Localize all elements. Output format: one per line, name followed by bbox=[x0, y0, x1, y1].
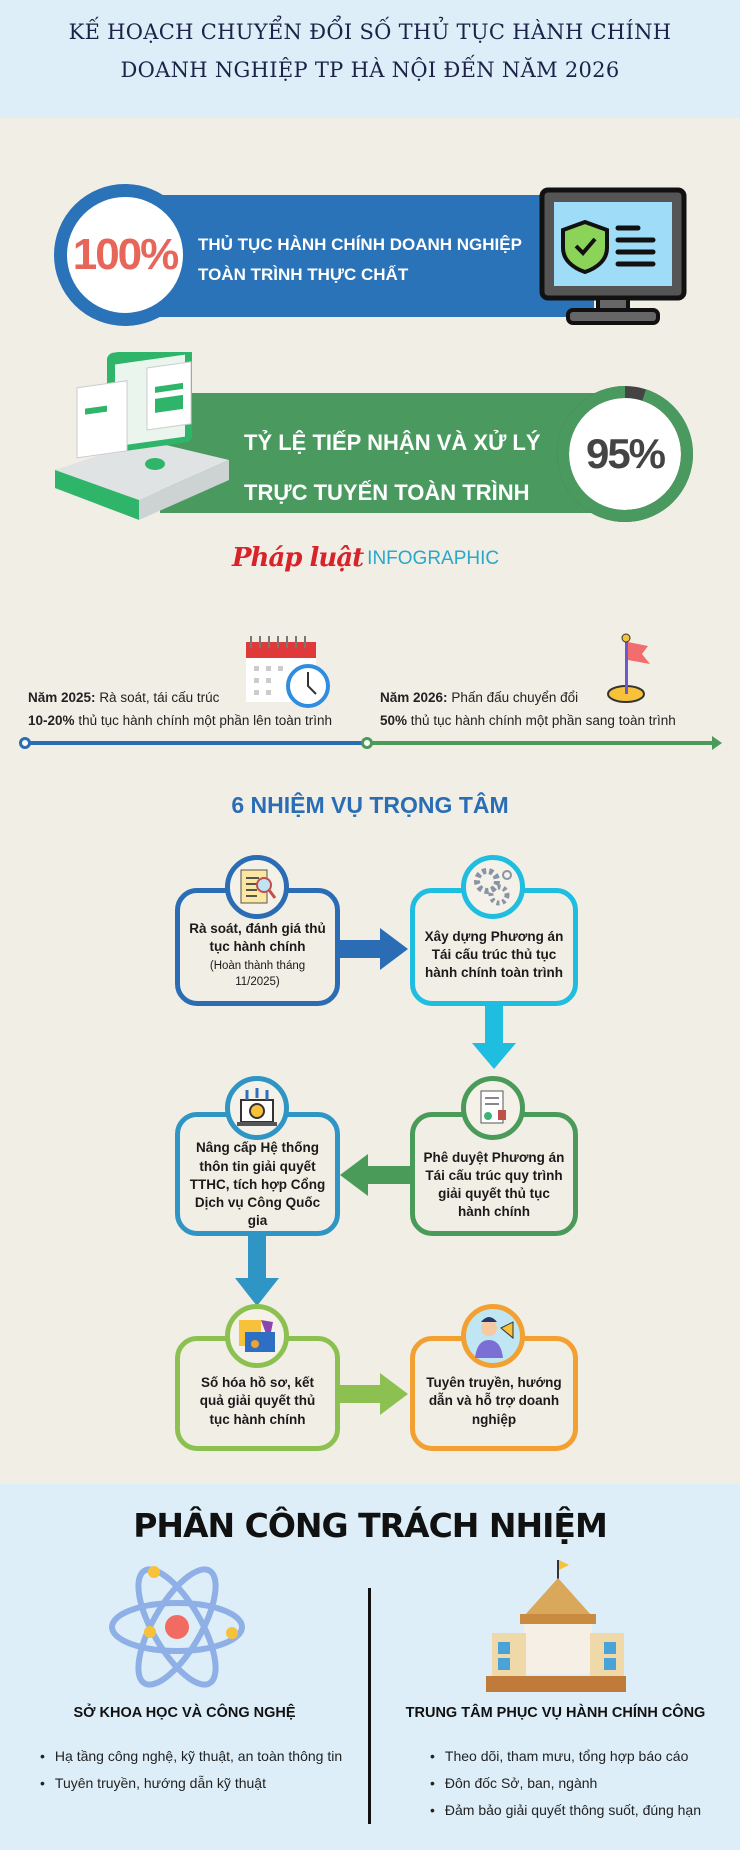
stat1-value: 100% bbox=[54, 184, 196, 326]
logo-brand: Pháp luật bbox=[232, 543, 364, 573]
calendar-clock-icon bbox=[246, 636, 330, 708]
left-duties: Hạ tầng công nghệ, kỹ thuật, an toàn thô… bbox=[40, 1748, 342, 1802]
right-duty: Đảm bảo giải quyết thông suốt, đúng hạn bbox=[430, 1802, 701, 1818]
arrow-1-2-head bbox=[380, 928, 408, 970]
timeline-2025: Năm 2025: Rà soát, tái cấu trúc 10-20% t… bbox=[28, 690, 332, 728]
arrow-3-4 bbox=[368, 1166, 410, 1184]
stat1-text: THỦ TỤC HÀNH CHÍNH DOANH NGHIỆP TOÀN TRÌN… bbox=[198, 230, 522, 290]
timeline-2025-pct: 10-20% bbox=[28, 713, 75, 728]
stat1-line2: TOÀN TRÌNH THỰC CHẤT bbox=[198, 265, 409, 284]
task-2: Xây dựng Phương án Tái cấu trúc thủ tục … bbox=[410, 888, 578, 1006]
flag-icon bbox=[607, 633, 650, 703]
megaphone-person-icon bbox=[461, 1304, 525, 1368]
right-heading: TRUNG TÂM PHỤC VỤ HÀNH CHÍNH CÔNG bbox=[405, 1705, 706, 1721]
timeline-2026-pct: 50% bbox=[380, 713, 408, 728]
logo-suffix: INFOGRAPHIC bbox=[367, 548, 500, 569]
arrow-4-5 bbox=[248, 1236, 266, 1280]
header bbox=[0, 0, 740, 118]
stat2-banner bbox=[160, 393, 630, 513]
timeline-2026: Năm 2026: Phấn đấu chuyển đổi 50% thủ tụ… bbox=[380, 690, 676, 728]
arrow-5-6 bbox=[340, 1385, 384, 1403]
arrow-1-2 bbox=[340, 940, 384, 958]
timeline-2026-text2: thủ tục hành chính một phần sang toàn tr… bbox=[410, 713, 676, 728]
page-title-line2: DOANH NGHIỆP TP HÀ NỘI ĐẾN NĂM 2026 bbox=[120, 58, 620, 82]
right-duty: Theo dõi, tham mưu, tổng hợp báo cáo bbox=[430, 1748, 701, 1764]
arrow-2-3-head bbox=[472, 1043, 516, 1069]
timeline-line-2025 bbox=[26, 741, 368, 745]
divider bbox=[368, 1588, 371, 1824]
tasks-title: 6 NHIỆM VỤ TRỌNG TÂM bbox=[231, 792, 509, 818]
timeline-arrowhead bbox=[712, 736, 722, 750]
gears-icon bbox=[461, 855, 525, 919]
timeline-node-2025 bbox=[19, 737, 31, 749]
arrow-4-5-head bbox=[235, 1278, 279, 1306]
timeline-2026-year: Năm 2026: bbox=[380, 690, 448, 705]
right-duty: Đôn đốc Sở, ban, ngành bbox=[430, 1775, 701, 1791]
monitor-shield-icon bbox=[539, 187, 687, 325]
documents-laptop-icon bbox=[55, 352, 229, 520]
left-duty: Hạ tầng công nghệ, kỹ thuật, an toàn thô… bbox=[40, 1748, 342, 1764]
timeline-2026-text: Phấn đấu chuyển đổi bbox=[451, 690, 579, 705]
timeline-node-2026 bbox=[361, 737, 373, 749]
publisher-logo: Pháp luật INFOGRAPHIC bbox=[232, 541, 512, 573]
stat2-text: TỶ LỆ TIẾP NHẬN VÀ XỬ LÝ TRỰC TUYẾN TOÀN … bbox=[244, 418, 541, 518]
digital-files-icon bbox=[225, 1304, 289, 1368]
timeline-line-2026 bbox=[368, 741, 716, 745]
atom-icon bbox=[109, 1566, 245, 1688]
laptop-gear-upgrade-icon bbox=[225, 1076, 289, 1140]
timeline-2025-text2: thủ tục hành chính một phần lên toàn trì… bbox=[78, 713, 332, 728]
stat2-value: 95% bbox=[580, 409, 670, 499]
arrow-2-3 bbox=[485, 1005, 503, 1045]
building-icon bbox=[486, 1560, 626, 1692]
left-heading: SỞ KHOA HỌC VÀ CÔNG NGHỆ bbox=[73, 1705, 296, 1721]
arrow-3-4-head bbox=[340, 1154, 368, 1196]
timeline-2025-text: Rà soát, tái cấu trúc bbox=[99, 690, 220, 705]
stat1-line1: THỦ TỤC HÀNH CHÍNH DOANH NGHIỆP bbox=[198, 235, 522, 254]
stat2-line2: TRỰC TUYẾN TOÀN TRÌNH bbox=[244, 480, 530, 505]
responsibility-title: PHÂN CÔNG TRÁCH NHIỆM bbox=[133, 1506, 608, 1545]
checklist-magnifier-icon bbox=[225, 855, 289, 919]
task-1-label: Rà soát, đánh giá thủ tục hành chính bbox=[189, 920, 326, 954]
stat1-banner bbox=[124, 195, 594, 317]
stat2-line1: TỶ LỆ TIẾP NHẬN VÀ XỬ LÝ bbox=[244, 430, 541, 455]
task-1-note: (Hoàn thành tháng 11/2025) bbox=[209, 960, 306, 988]
approved-document-icon bbox=[461, 1076, 525, 1140]
left-duty: Tuyên truyền, hướng dẫn kỹ thuật bbox=[40, 1775, 342, 1791]
arrow-5-6-head bbox=[380, 1373, 408, 1415]
page-title-line1: KẾ HOẠCH CHUYỂN ĐỔI SỐ THỦ TỤC HÀNH CHÍN… bbox=[68, 20, 672, 44]
timeline-2025-year: Năm 2025: bbox=[28, 690, 96, 705]
right-duties: Theo dõi, tham mưu, tổng hợp báo cáo Đôn… bbox=[430, 1748, 701, 1829]
